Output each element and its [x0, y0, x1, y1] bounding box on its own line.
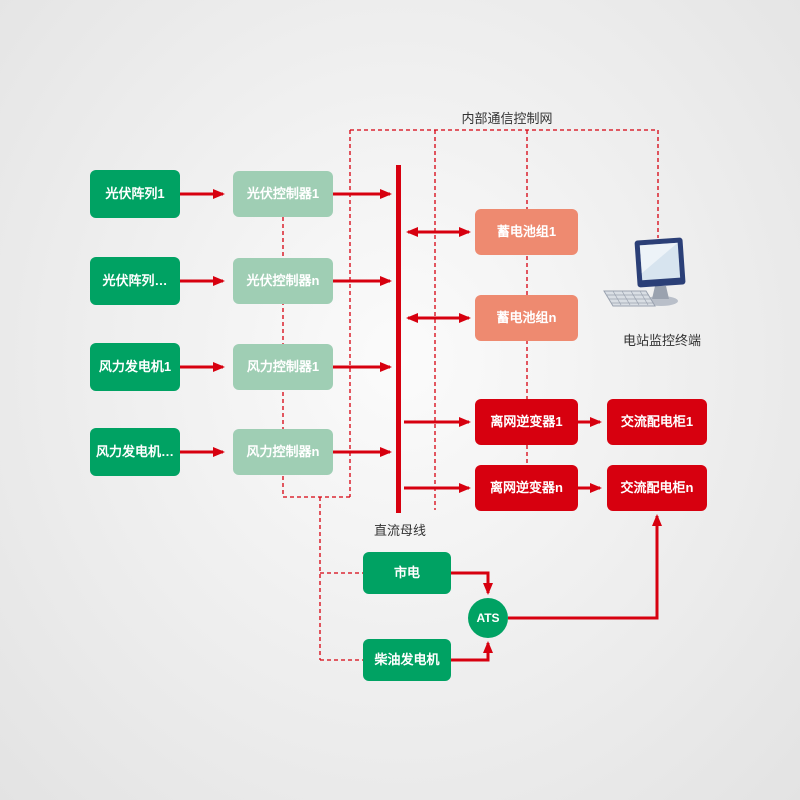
- power-flow-arrows: [180, 189, 662, 662]
- node-pv-array-1: 光伏阵列1: [90, 170, 180, 218]
- dc-bus-bar: [396, 165, 401, 513]
- monitor-terminal-label: 电站监控终端: [622, 333, 701, 348]
- node-inverter-n: 离网逆变器n: [475, 465, 578, 511]
- monitor-terminal-icon: [603, 237, 686, 307]
- node-wind-controller-1: 风力控制器1: [233, 344, 333, 390]
- comm-network-dashed-lines: [282, 129, 659, 661]
- node-ac-cabinet-n: 交流配电柜n: [607, 465, 707, 511]
- node-ac-cabinet-1: 交流配电柜1: [607, 399, 707, 445]
- node-wind-gen-n: 风力发电机…: [90, 428, 180, 476]
- node-pv-controller-n: 光伏控制器n: [233, 258, 333, 304]
- node-pv-array-n: 光伏阵列…: [90, 257, 180, 305]
- node-pv-controller-1: 光伏控制器1: [233, 171, 333, 217]
- node-diesel-generator: 柴油发电机: [363, 639, 451, 681]
- node-battery-pack-1: 蓄电池组1: [475, 209, 578, 255]
- node-wind-controller-n: 风力控制器n: [233, 429, 333, 475]
- node-mains-power: 市电: [363, 552, 451, 594]
- node-wind-gen-1: 风力发电机1: [90, 343, 180, 391]
- node-inverter-1: 离网逆变器1: [475, 399, 578, 445]
- node-battery-pack-n: 蓄电池组n: [475, 295, 578, 341]
- dc-bus-label: 直流母线: [373, 523, 426, 538]
- node-ats-switch: ATS: [468, 598, 508, 638]
- comm-network-label: 内部通信控制网: [461, 111, 553, 126]
